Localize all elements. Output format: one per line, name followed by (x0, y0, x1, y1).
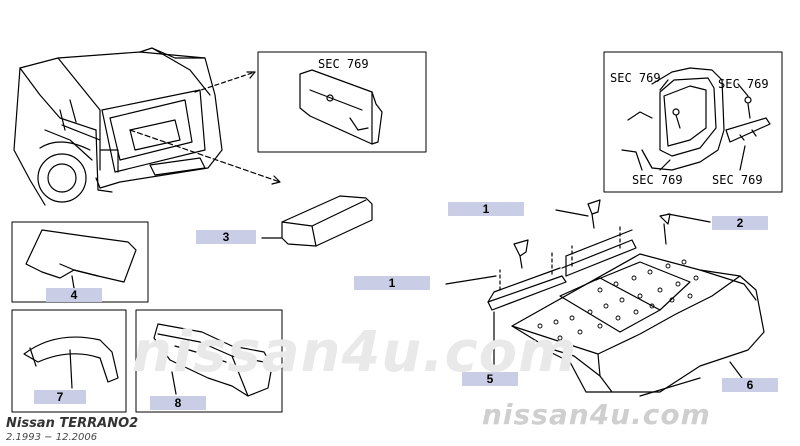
part-7-illustration-box (11, 309, 127, 413)
vehicle-rear-illustration (13, 47, 281, 206)
sec-ref-top: SEC 769 (318, 57, 369, 71)
sec-ref-right-tl: SEC 769 (610, 71, 661, 85)
callout-3[interactable]: 3 (196, 230, 256, 244)
watermark-corner: nissan4u.com (482, 398, 711, 431)
callout-4[interactable]: 4 (46, 288, 102, 302)
callout-2[interactable]: 2 (712, 216, 768, 230)
sec-ref-right-tr: SEC 769 (718, 77, 769, 91)
callout-5[interactable]: 5 (462, 372, 518, 386)
sec-ref-right-br: SEC 769 (712, 173, 763, 187)
part-8-illustration-box (135, 309, 283, 413)
model-caption: Nissan TERRANO2 (6, 416, 139, 431)
floor-trim-assembly (445, 199, 765, 397)
callout-1-top[interactable]: 1 (448, 202, 524, 216)
part-4-illustration-box (11, 221, 149, 303)
callout-6[interactable]: 6 (722, 378, 778, 392)
callout-1-mid[interactable]: 1 (354, 276, 430, 290)
sec-ref-right-bl: SEC 769 (632, 173, 683, 187)
callout-7[interactable]: 7 (34, 390, 86, 404)
date-range-caption: 2.1993 − 12.2006 (6, 432, 98, 443)
sec769-reference-box (257, 51, 427, 153)
part-3-illustration (261, 195, 373, 247)
sec769-detail-box (603, 51, 783, 193)
callout-8[interactable]: 8 (150, 396, 206, 410)
